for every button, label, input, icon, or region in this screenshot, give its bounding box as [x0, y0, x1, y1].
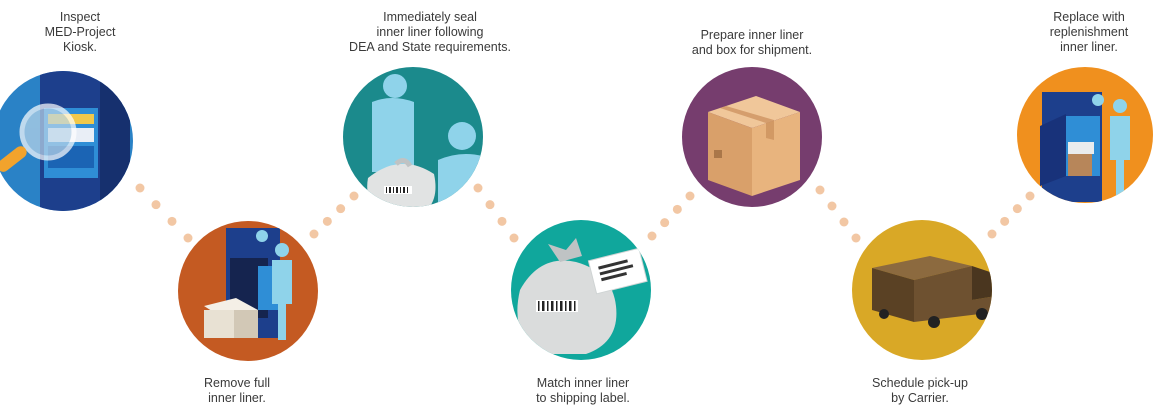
connector-dot — [309, 229, 319, 239]
worker-kiosk-box-icon — [204, 228, 292, 340]
connector-dot — [647, 231, 657, 241]
connector-dot — [509, 233, 519, 243]
step-remove-circle — [178, 221, 318, 361]
connector-dot — [485, 200, 495, 210]
connector-dot — [987, 229, 997, 239]
connector-dot — [183, 233, 193, 243]
bag-label-icon — [517, 238, 648, 354]
connector-dot — [322, 216, 332, 226]
connector-dot — [660, 218, 670, 228]
connector-dot — [1012, 204, 1022, 214]
connector-dot — [336, 204, 346, 214]
connector-dot — [473, 183, 483, 193]
connector-dot — [135, 183, 145, 193]
connector-dot — [672, 204, 682, 214]
connector-dot — [1000, 216, 1010, 226]
step-prepare-circle — [682, 67, 822, 207]
step-replace-circle — [1017, 67, 1153, 203]
connector-dot — [167, 216, 177, 226]
connector-dot — [839, 217, 849, 227]
connector-dot — [151, 200, 161, 210]
step-match-circle — [511, 220, 651, 360]
delivery-truck-icon — [872, 256, 992, 328]
step-seal-circle — [343, 67, 483, 207]
worker-kiosk-liner-icon — [1040, 92, 1130, 202]
connector-dot — [349, 191, 359, 201]
connector-dot — [685, 191, 695, 201]
connector-dot — [1025, 191, 1035, 201]
connector-dot — [851, 233, 861, 243]
connector-dot — [497, 216, 507, 226]
connector-dot — [827, 201, 837, 211]
cardboard-box-icon — [708, 96, 800, 196]
connector-dot — [815, 185, 825, 195]
step-schedule-circle — [852, 220, 992, 360]
step-inspect-circle — [0, 71, 133, 211]
connector-dots — [135, 183, 1035, 243]
